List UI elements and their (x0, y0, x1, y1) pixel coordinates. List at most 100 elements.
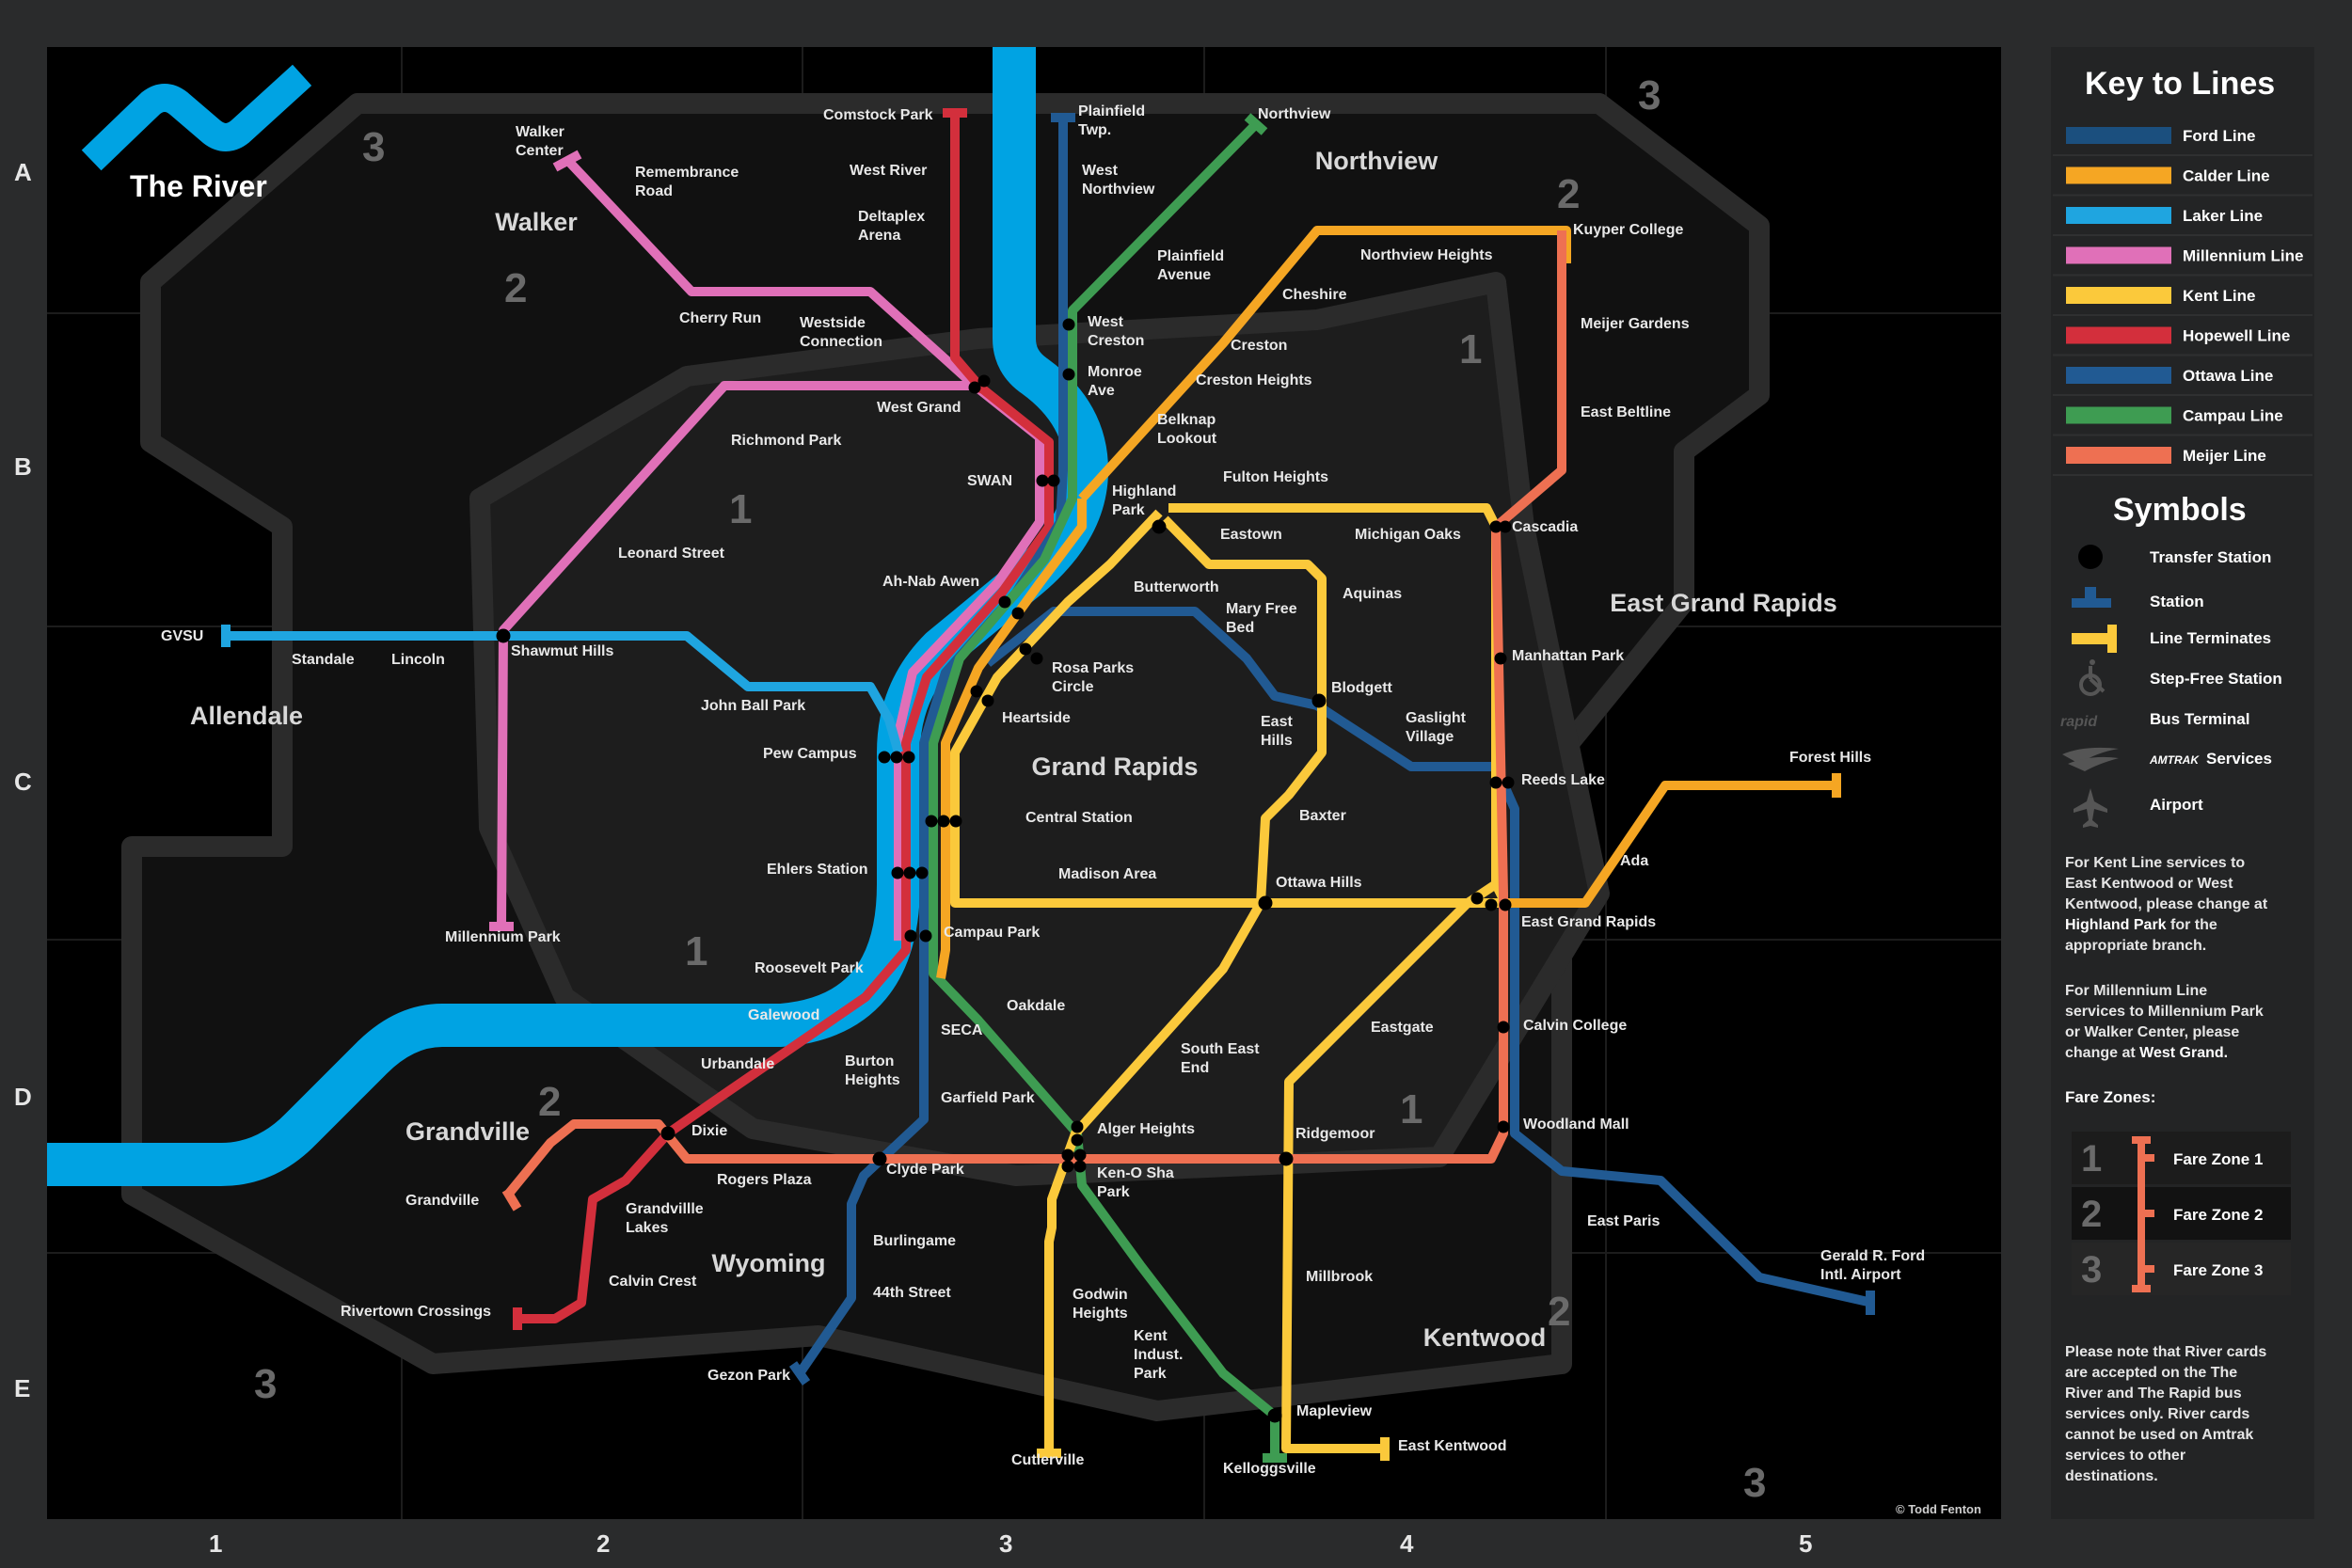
station-seca[interactable]: SECA (941, 1022, 983, 1038)
station-northview-heights[interactable]: Northview Heights (1360, 247, 1493, 263)
station-central-station[interactable]: Central Station (1025, 810, 1133, 826)
station-heartside[interactable]: Heartside (1002, 710, 1071, 726)
key-swatch-meijer-line (2066, 447, 2171, 464)
station-madison-area[interactable]: Madison Area (1058, 866, 1156, 882)
station-reeds-lake[interactable]: Reeds Lake (1521, 772, 1605, 788)
station-kelloggsville[interactable]: Kelloggsville (1223, 1461, 1316, 1477)
station-ottawa-hills[interactable]: Ottawa Hills (1276, 875, 1362, 891)
key-label-millennium-line: Millennium Line (2183, 247, 2303, 265)
fare-zone-1-label: Fare Zone 1 (2173, 1150, 2263, 1168)
station-lincoln[interactable]: Lincoln (391, 652, 445, 668)
station-aquinas[interactable]: Aquinas (1343, 586, 1402, 602)
station-dixie[interactable]: Dixie (691, 1123, 727, 1139)
station-manhattan-park[interactable]: Manhattan Park (1512, 648, 1624, 664)
station-cutlerville[interactable]: Cutlerville (1011, 1452, 1084, 1468)
station-eastown[interactable]: Eastown (1220, 527, 1282, 543)
station-galewood[interactable]: Galewood (748, 1007, 819, 1023)
station-west-grand[interactable]: West Grand (877, 400, 961, 416)
station-gvsu[interactable]: GVSU (161, 628, 203, 644)
station-mapleview[interactable]: Mapleview (1296, 1403, 1373, 1419)
station-rogers-plaza[interactable]: Rogers Plaza (717, 1172, 812, 1188)
station-ridgemoor[interactable]: Ridgemoor (1295, 1126, 1375, 1142)
fare-zone-number: 2 (1548, 1289, 1570, 1335)
station-grandville[interactable]: Grandville (405, 1193, 479, 1209)
station-east-beltline[interactable]: East Beltline (1581, 404, 1671, 420)
station-alger-heights[interactable]: Alger Heights (1097, 1121, 1195, 1137)
station-millbrook[interactable]: Millbrook (1306, 1269, 1373, 1285)
station-burlingame[interactable]: Burlingame (873, 1233, 956, 1249)
amtrak-wordmark: AMTRAK (2149, 753, 2200, 767)
station-swan[interactable]: SWAN (967, 473, 1012, 489)
station-ehlers-station[interactable]: Ehlers Station (767, 862, 868, 878)
station-oakdale[interactable]: Oakdale (1007, 998, 1065, 1014)
station-richmond-park[interactable]: Richmond Park (731, 433, 841, 449)
station-cascadia[interactable]: Cascadia (1512, 519, 1578, 535)
station-butterworth[interactable]: Butterworth (1134, 579, 1219, 595)
station-west-river[interactable]: West River (850, 163, 927, 179)
station-blodgett[interactable]: Blodgett (1331, 680, 1393, 696)
station-leonard-street[interactable]: Leonard Street (618, 546, 725, 562)
station-44th-street[interactable]: 44th Street (873, 1285, 951, 1301)
station-gezon-park[interactable]: Gezon Park (707, 1368, 790, 1384)
wheelchair-icon (2079, 659, 2106, 696)
station-rivertown-crossings[interactable]: Rivertown Crossings (341, 1304, 491, 1320)
station-kuyper-college[interactable]: Kuyper College (1573, 222, 1683, 238)
station-eastgate[interactable]: Eastgate (1371, 1020, 1434, 1036)
station-garfield-park[interactable]: Garfield Park (941, 1090, 1035, 1106)
station-forest-hills[interactable]: Forest Hills (1789, 750, 1871, 766)
key-label-hopewell-line: Hopewell Line (2183, 327, 2290, 345)
station-campau-park[interactable]: Campau Park (944, 925, 1040, 941)
station-east-grand-rapids[interactable]: East Grand Rapids (1521, 914, 1656, 930)
station-meijer-gardens[interactable]: Meijer Gardens (1581, 316, 1690, 332)
station-cheshire[interactable]: Cheshire (1282, 287, 1347, 303)
station-john-ball-park[interactable]: John Ball Park (701, 698, 805, 714)
station-fulton-heights[interactable]: Fulton Heights (1223, 469, 1328, 485)
station-east-kentwood[interactable]: East Kentwood (1398, 1438, 1507, 1454)
station-millennium-park[interactable]: Millennium Park (445, 929, 561, 945)
station-northview[interactable]: Northview (1258, 106, 1331, 122)
station-ada[interactable]: Ada (1620, 853, 1648, 869)
station-clyde-park[interactable]: Clyde Park (886, 1162, 964, 1178)
station-cherry-run[interactable]: Cherry Run (679, 310, 761, 326)
station-michigan-oaks[interactable]: Michigan Oaks (1355, 527, 1461, 543)
station-creston[interactable]: Creston (1231, 338, 1287, 354)
station-east-paris[interactable]: East Paris (1587, 1213, 1660, 1229)
station-shawmut-hills[interactable]: Shawmut Hills (511, 643, 613, 659)
station-creston-heights[interactable]: Creston Heights (1196, 372, 1312, 388)
station-urbandale[interactable]: Urbandale (701, 1056, 774, 1072)
key-swatch-calder-line (2066, 166, 2171, 184)
station-standale[interactable]: Standale (292, 652, 355, 668)
station-baxter[interactable]: Baxter (1299, 808, 1346, 824)
station-woodland-mall[interactable]: Woodland Mall (1523, 1117, 1629, 1132)
station-roosevelt-park[interactable]: Roosevelt Park (755, 960, 864, 976)
station-comstock-park[interactable]: Comstock Park (823, 107, 933, 123)
key-swatch-ottawa-line (2066, 367, 2171, 384)
station-calvin-crest[interactable]: Calvin Crest (609, 1274, 697, 1290)
svg-text:D: D (14, 1083, 32, 1111)
station-calvin-college[interactable]: Calvin College (1523, 1018, 1627, 1034)
station-pew-campus[interactable]: Pew Campus (763, 746, 857, 762)
station-ah-nab-awen[interactable]: Ah-Nab Awen (882, 574, 979, 590)
